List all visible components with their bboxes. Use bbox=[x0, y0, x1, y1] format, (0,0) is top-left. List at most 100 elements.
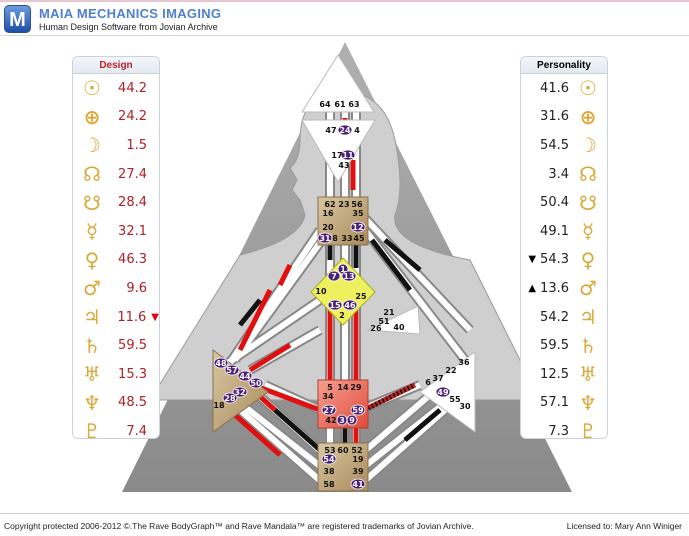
arrow-marker-icon: ▼ bbox=[151, 311, 159, 323]
g-center bbox=[310, 257, 376, 326]
personality-value: 41.6 bbox=[540, 80, 569, 96]
gate-32: 32 bbox=[234, 388, 245, 397]
gate-6: 6 bbox=[425, 378, 431, 387]
personality-row: 3.4 ☊ bbox=[521, 160, 607, 189]
personality-value: 3.4 bbox=[548, 166, 569, 182]
arrow-marker-icon: ▲ bbox=[528, 282, 537, 294]
design-row: ☽ 1.5 bbox=[73, 131, 159, 160]
maia-logo: M bbox=[4, 5, 31, 33]
gate-12: 12 bbox=[352, 223, 363, 232]
gate-54: 54 bbox=[323, 455, 335, 464]
gate-53: 53 bbox=[324, 446, 335, 455]
earth-icon: ⊕ bbox=[579, 104, 597, 129]
design-value: 7.4 bbox=[126, 423, 147, 439]
jupiter-icon: ♃ bbox=[579, 305, 597, 330]
gate-29: 29 bbox=[350, 383, 362, 392]
personality-value: 12.5 bbox=[540, 366, 569, 382]
saturn-icon: ♄ bbox=[579, 333, 597, 358]
design-row: ☿32.1 bbox=[73, 217, 159, 246]
personality-row: 49.1☿ bbox=[521, 217, 607, 246]
sun-icon: ☉ bbox=[579, 76, 597, 101]
gate-42: 42 bbox=[325, 416, 336, 425]
design-row: ☊ 27.4 bbox=[73, 160, 159, 189]
gate-22: 22 bbox=[445, 366, 456, 375]
design-value: 11.6 bbox=[117, 309, 147, 325]
gate-49: 49 bbox=[437, 388, 449, 397]
gate-39: 39 bbox=[352, 467, 364, 476]
gate-8: 8 bbox=[332, 234, 338, 243]
gate-20: 20 bbox=[322, 223, 334, 232]
footer: Copyright protected 2006-2012 ©.The Rave… bbox=[0, 513, 689, 536]
gate-25: 25 bbox=[355, 292, 367, 301]
gate-37: 37 bbox=[432, 374, 443, 383]
personality-row: 57.1♆ bbox=[521, 389, 607, 418]
design-value: 46.3 bbox=[118, 252, 147, 268]
design-value: 28.4 bbox=[118, 195, 147, 211]
gate-16: 16 bbox=[322, 209, 334, 218]
gate-21: 21 bbox=[383, 308, 395, 317]
personality-row: 41.6 ☉ bbox=[521, 74, 607, 103]
gate-50: 50 bbox=[250, 379, 262, 388]
design-value: 1.5 bbox=[126, 137, 147, 153]
pluto-icon: ♇ bbox=[579, 419, 597, 444]
moon-icon: ☽ bbox=[579, 133, 597, 158]
gate-31: 31 bbox=[319, 234, 331, 243]
pluto-icon: ♇ bbox=[83, 419, 101, 444]
head-center bbox=[301, 54, 375, 113]
saturn-icon: ♄ bbox=[83, 333, 101, 358]
top-border bbox=[0, 0, 689, 2]
arrow-marker-icon: ▼ bbox=[528, 254, 537, 266]
personality-value: 13.6 bbox=[540, 280, 569, 296]
gate-11: 11 bbox=[342, 151, 354, 160]
gate-30: 30 bbox=[459, 402, 471, 411]
activated-gate-markers bbox=[213, 124, 451, 490]
gate-13: 13 bbox=[343, 272, 354, 281]
app-header: M MAIA MECHANICS IMAGING Human Design So… bbox=[0, 2, 689, 36]
design-row: ♂9.6 bbox=[73, 274, 159, 303]
gate-14: 14 bbox=[337, 383, 349, 392]
design-row: ☉44.2 bbox=[73, 74, 159, 103]
design-value: 32.1 bbox=[118, 223, 147, 239]
design-value: 59.5 bbox=[118, 338, 147, 354]
personality-value: 54.3 bbox=[540, 252, 569, 268]
personality-value: 49.1 bbox=[540, 223, 569, 239]
design-panel: Design ☉44.2⊕24.2☽1.5☊27.4☋28.4☿32.1♀46.… bbox=[72, 56, 160, 443]
gate-56: 56 bbox=[351, 200, 363, 209]
design-value: 27.4 bbox=[118, 166, 147, 182]
south-node-icon: ☋ bbox=[579, 190, 597, 215]
gate-27: 27 bbox=[323, 406, 334, 415]
design-row: ⊕24.2 bbox=[73, 103, 159, 132]
gate-23: 23 bbox=[338, 200, 349, 209]
personality-value: 57.1 bbox=[540, 395, 569, 411]
gate-35: 35 bbox=[352, 209, 364, 218]
design-value: 15.3 bbox=[118, 366, 147, 382]
moon-icon: ☽ bbox=[83, 133, 101, 158]
gate-45: 45 bbox=[353, 234, 365, 243]
gate-19: 19 bbox=[352, 455, 364, 464]
gate-2: 2 bbox=[339, 311, 345, 320]
gate-47: 47 bbox=[325, 126, 336, 135]
design-row: ♇ 7.4 bbox=[73, 417, 159, 446]
north-node-icon: ☊ bbox=[83, 162, 101, 187]
design-header: Design bbox=[73, 57, 159, 74]
design-row: ☋ 28.4 bbox=[73, 188, 159, 217]
design-value: 24.2 bbox=[118, 109, 147, 125]
south-node-icon: ☋ bbox=[83, 190, 101, 215]
personality-header: Personality bbox=[521, 57, 607, 74]
gate-34: 34 bbox=[322, 392, 334, 401]
gate-7: 7 bbox=[331, 272, 337, 281]
personality-row: 12.5♅ bbox=[521, 360, 607, 389]
gate-33: 33 bbox=[341, 234, 352, 243]
personality-value: 54.5 bbox=[540, 137, 569, 153]
app-subtitle: Human Design Software from Jovian Archiv… bbox=[39, 22, 218, 32]
north-node-icon: ☊ bbox=[579, 162, 597, 187]
jupiter-icon: ♃ bbox=[82, 305, 101, 330]
gate-51: 51 bbox=[378, 317, 390, 326]
gate-46: 46 bbox=[344, 301, 356, 310]
gate-4: 4 bbox=[354, 126, 360, 135]
gate-60: 60 bbox=[337, 446, 349, 455]
gate-28: 28 bbox=[224, 394, 236, 403]
sun-icon: ☉ bbox=[83, 76, 101, 101]
personality-row: ▼54.3♀ bbox=[521, 246, 607, 275]
